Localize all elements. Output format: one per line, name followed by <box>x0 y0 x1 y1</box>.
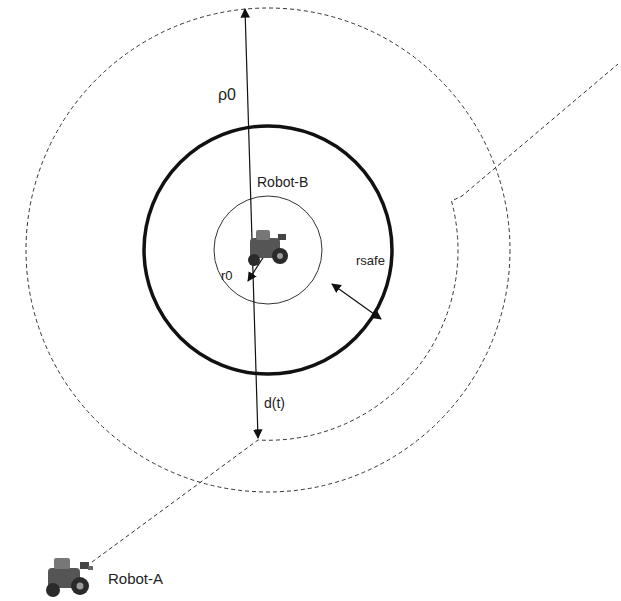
radius-label: ρ0 <box>218 86 236 104</box>
distance-arrow <box>245 9 258 438</box>
robot-label: Robot-B <box>257 174 308 190</box>
distance-label: d(t) <box>264 395 285 411</box>
robot-b-icon <box>248 230 288 266</box>
radius-label: r0 <box>221 269 233 284</box>
robot-path <box>92 64 618 562</box>
influence-circle <box>26 8 510 492</box>
safe-margin-arrow <box>332 284 381 319</box>
robot-label: Robot-A <box>108 570 163 587</box>
margin-label: rsafe <box>356 254 385 269</box>
robot-a-icon <box>46 558 93 597</box>
robot-radius-circle <box>214 196 322 304</box>
safety-circle <box>144 126 392 374</box>
